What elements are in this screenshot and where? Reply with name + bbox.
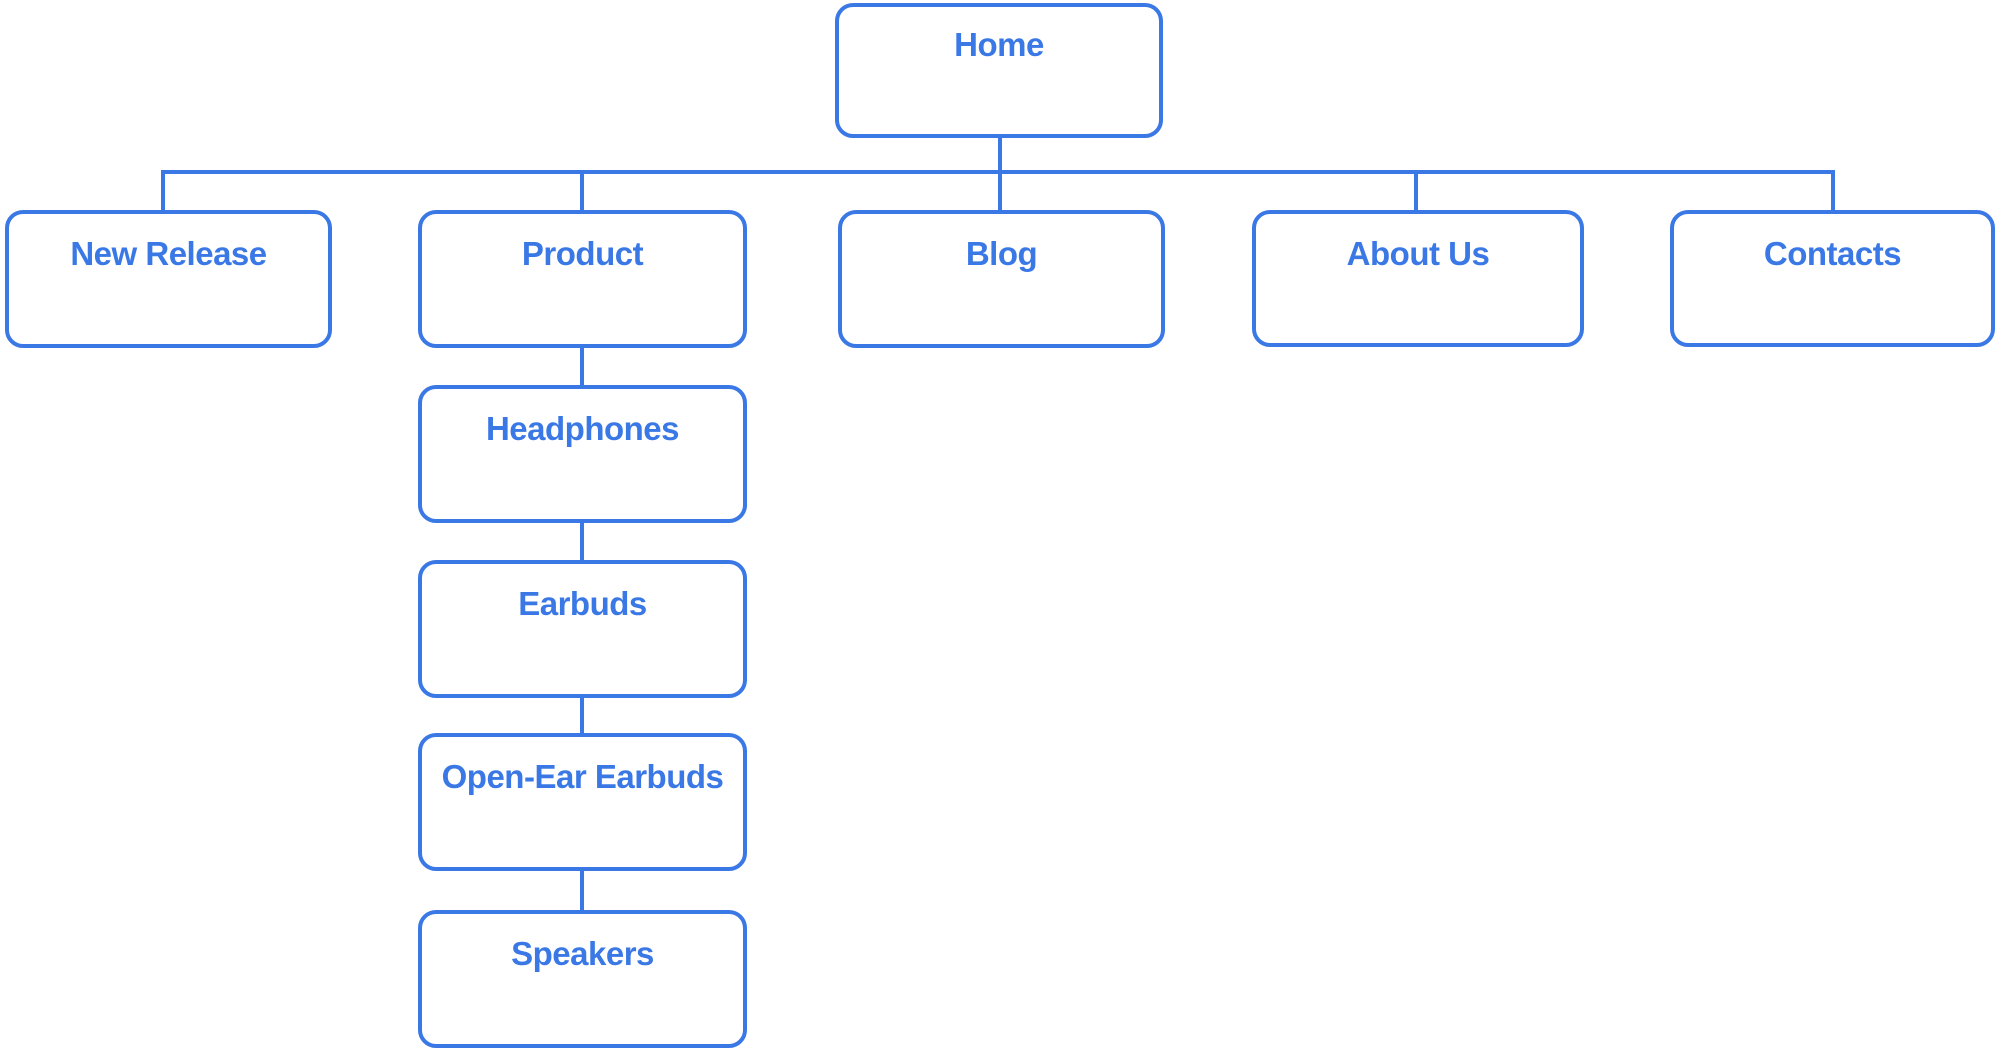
node-headphones-label: Headphones xyxy=(485,410,680,447)
node-new-release-label: New Release xyxy=(70,235,267,272)
node-product-label: Product xyxy=(521,235,644,272)
node-contacts-label: Contacts xyxy=(1763,235,1902,272)
node-new-release[interactable]: New Release xyxy=(5,210,332,348)
node-blog[interactable]: Blog xyxy=(838,210,1165,348)
node-speakers-label: Speakers xyxy=(511,935,654,972)
node-open-ear-earbuds-label: Open-Ear Earbuds xyxy=(441,758,724,795)
node-open-ear-earbuds[interactable]: Open-Ear Earbuds xyxy=(418,733,747,871)
node-home[interactable]: Home xyxy=(835,3,1163,138)
node-earbuds-label: Earbuds xyxy=(518,585,647,622)
node-earbuds[interactable]: Earbuds xyxy=(418,560,747,698)
node-headphones[interactable]: Headphones xyxy=(418,385,747,523)
node-product[interactable]: Product xyxy=(418,210,747,348)
node-blog-label: Blog xyxy=(965,235,1038,272)
node-contacts[interactable]: Contacts xyxy=(1670,210,1995,347)
node-speakers[interactable]: Speakers xyxy=(418,910,747,1048)
node-about-us[interactable]: About Us xyxy=(1252,210,1584,347)
node-home-label: Home xyxy=(954,26,1044,63)
node-about-us-label: About Us xyxy=(1346,235,1490,272)
